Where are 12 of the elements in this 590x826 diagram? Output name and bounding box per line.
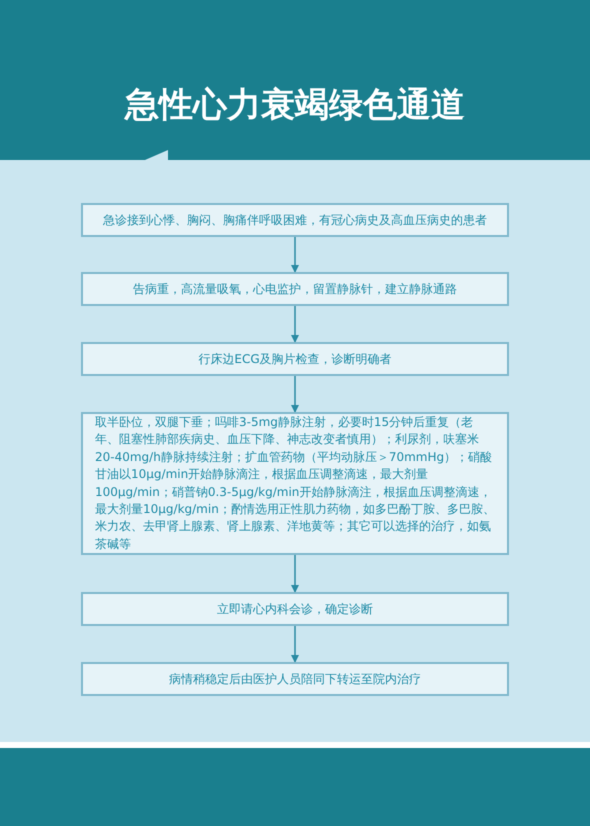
process-box: 病情稍稳定后由医护人员陪同下转运至院内治疗 [81, 662, 509, 696]
process-box: 行床边ECG及胸片检查，诊断明确者 [81, 342, 509, 376]
title: 急性心力衰竭绿色通道 [123, 84, 466, 127]
arrow [291, 237, 299, 273]
process-box: 取半卧位，双腿下垂；吗啡3-5mg静脉注射，必要时15分钟后重复（老年、阻塞性肺部疾病史、血压下降、神志改变者慎用）；利尿剂，呋塞米20-40mg/h静脉持续注射；扩血管药物（平均动脉压＞70mmHg）；硝酸甘油以10μg/min开始静脉滴注，根据血压调整滴速，最大剂量100μg/min；硝普钠0.3-5μg/kg/min开始静脉滴注，根据血压调整滴速，最大剂量10μg/kg/min；酌情选用正性肌力药物，如多巴酚丁胺、多巴胺、米力农、去甲肾上腺素、肾上腺素、洋地黄等；其它可以选择的治疗，如氨茶碱等 [81, 412, 509, 555]
process-box: 立即请心内科会诊，确定诊断 [81, 592, 509, 626]
process-box: 告病重，高流量吸氧，心电监护，留置静脉针，建立静脉通路 [81, 272, 509, 306]
arrow [291, 376, 299, 413]
arrow [291, 555, 299, 593]
arrow [291, 306, 299, 343]
process-box: 急诊接到心悸、胸闷、胸痛伴呼吸困难，有冠心病史及高血压病史的患者 [81, 203, 509, 237]
arrow [291, 626, 299, 663]
